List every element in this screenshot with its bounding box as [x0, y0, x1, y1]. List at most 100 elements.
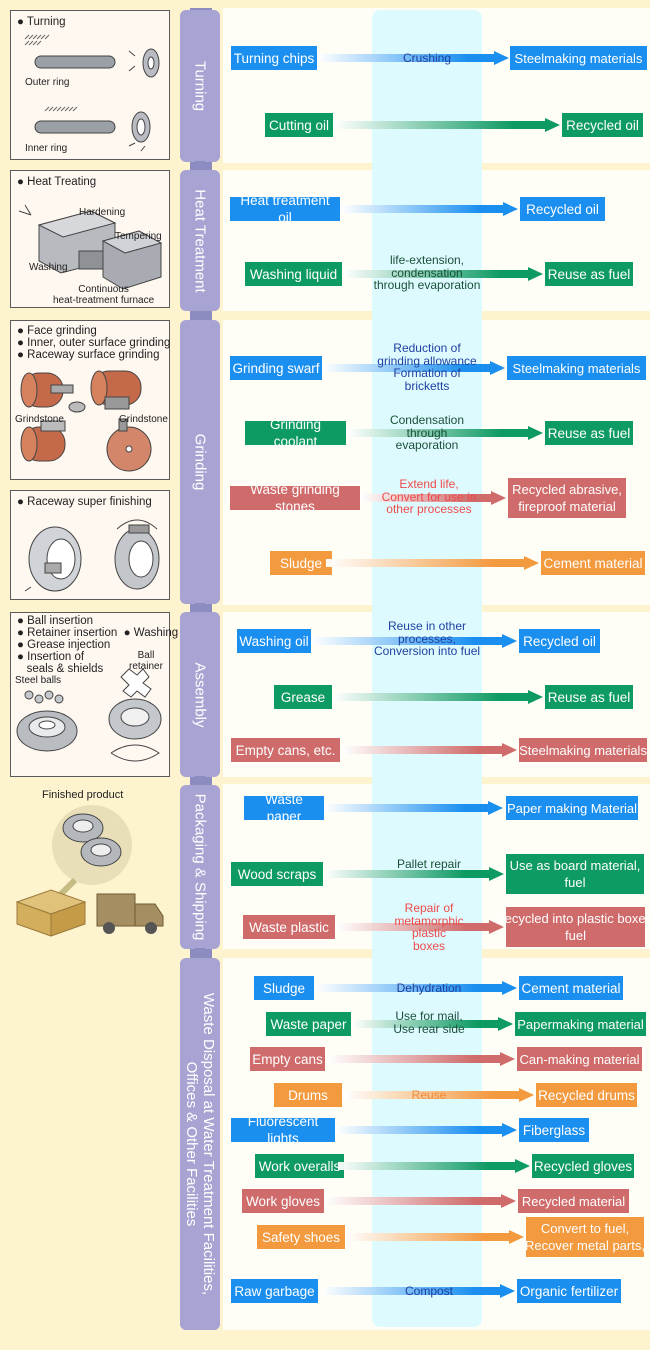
process-label: Reuse	[411, 1088, 447, 1102]
section-connector	[195, 161, 205, 170]
result-box: Reuse as fuel	[545, 262, 633, 286]
section-grinding-label: Grinding	[191, 433, 209, 491]
source-box: Work overalls	[255, 1154, 344, 1178]
result-box: Fiberglass	[519, 1118, 589, 1142]
hardening-label: Hardening	[79, 207, 126, 218]
process-label: Condensation through evaporation	[389, 413, 465, 452]
super-finishing-illustration	[24, 519, 160, 592]
source-box: Washing oil	[237, 629, 311, 653]
finished-product-title: Finished product	[42, 789, 124, 801]
turning-panel: ● Turning Outer ring Inner ring	[10, 10, 170, 160]
grindstone-label-1: Grindstone	[15, 414, 64, 425]
result-box: Steelmaking materials	[519, 738, 647, 762]
section-waste-disposal-label: Waste Disposal at Water Treatment Facili…	[183, 992, 217, 1296]
process-column	[372, 10, 482, 1327]
arrow-right-icon	[326, 556, 539, 570]
section-connector	[195, 311, 205, 320]
result-box: Recycled into plastic boxes, fuel	[495, 907, 650, 947]
source-box: Heat treatment oil	[230, 193, 340, 225]
heat-treating-panel-title: ● Heat Treating	[17, 176, 97, 188]
source-box: Empty cans	[250, 1047, 325, 1071]
source-box: Work gloves	[242, 1189, 324, 1213]
result-box: Cement material	[519, 976, 623, 1000]
result-box: Papermaking material	[515, 1012, 646, 1036]
steel-balls-label: Steel balls	[15, 675, 62, 686]
source-box: Empty cans, etc.	[231, 738, 340, 762]
arrow-right-icon	[338, 1159, 530, 1173]
source-box: Raw garbage	[231, 1279, 318, 1303]
source-box: Cutting oil	[265, 113, 333, 137]
process-label: Dehydration	[396, 981, 462, 995]
source-box: Turning chips	[231, 46, 317, 70]
arrow-right-icon	[342, 743, 517, 757]
arrow-right-icon	[345, 1230, 524, 1244]
arrow-right-icon	[312, 634, 517, 648]
result-box: Recycled gloves	[532, 1154, 634, 1178]
result-box: Recycled abrasive, fireproof material	[508, 478, 626, 518]
source-box: Waste paper	[266, 1012, 351, 1036]
washing-label: Washing	[29, 262, 68, 273]
grinding-panel-title: ● Face grinding ● Inner, outer surface g…	[17, 325, 171, 361]
assembly-illustration	[16, 668, 162, 762]
process-label: Repair of metamorphic plastic boxes	[394, 901, 464, 953]
arrow-right-icon	[336, 1123, 517, 1137]
result-box: Convert to fuel, Recover metal parts,	[525, 1217, 645, 1257]
process-label: Pallet repair	[396, 857, 462, 871]
source-box: Waste grinding stones	[230, 482, 360, 514]
source-box: Drums	[274, 1083, 342, 1107]
result-box: Recycled oil	[519, 629, 600, 653]
result-box: Cement material	[541, 551, 645, 575]
arrow-right-icon	[318, 51, 509, 65]
arrow-right-icon	[323, 361, 505, 375]
source-box: Grinding coolant	[245, 417, 346, 449]
source-box: Wood scraps	[231, 862, 323, 886]
section-waste-disposal: Waste Disposal at Water Treatment Facili…	[180, 958, 220, 1330]
grinding-panel: ● Face grinding ● Inner, outer surface g…	[10, 320, 170, 480]
section-connector	[195, 948, 205, 957]
assembly-panel-title: ● Ball insertion ● Retainer insertion ● …	[17, 615, 179, 675]
arrow-right-icon	[333, 690, 543, 704]
tempering-label: Tempering	[115, 231, 162, 242]
arrow-right-icon	[325, 801, 503, 815]
section-turning: Turning	[180, 10, 220, 162]
section-grinding: Grinding	[180, 320, 220, 604]
result-box: Recycled material	[518, 1189, 629, 1213]
arrow-right-icon	[336, 920, 504, 934]
arrow-right-icon	[325, 1194, 516, 1208]
source-box: Washing liquid	[245, 262, 342, 286]
section-turning-label: Turning	[191, 60, 209, 112]
arrow-right-icon	[343, 267, 543, 281]
process-label: Reduction of grinding allowance Formatio…	[377, 341, 477, 393]
arrow-right-icon	[322, 1284, 515, 1298]
section-heat-treatment-label: Heat Treatment	[191, 188, 209, 293]
grinding-illustration	[20, 370, 152, 472]
furnace-illustration	[18, 204, 163, 290]
grindstone-label-2: Grindstone	[119, 414, 168, 425]
process-label: Crushing	[402, 51, 452, 65]
super-finishing-panel-title: ● Raceway super finishing	[17, 496, 152, 508]
result-box: Can-making material	[517, 1047, 642, 1071]
section-connector	[195, 776, 205, 785]
source-box: Sludge	[270, 551, 332, 575]
process-label: Compost	[404, 1284, 454, 1298]
super-finishing-panel: ● Raceway super finishing	[10, 490, 170, 600]
arrow-right-icon	[343, 1088, 534, 1102]
result-box: Steelmaking materials	[507, 356, 646, 380]
source-box: Waste plastic	[243, 915, 335, 939]
finished-product-illustration	[15, 805, 164, 937]
heat-treating-panel: ● Heat Treating Hardening Tempering Wash…	[10, 170, 170, 308]
arrow-right-icon	[352, 1017, 513, 1031]
process-label: Use for mail, Use rear side	[393, 1009, 465, 1036]
inner-ring-label: Inner ring	[25, 143, 68, 154]
process-label: Reuse in other processes, Conversion int…	[373, 619, 481, 658]
outer-ring-label: Outer ring	[25, 77, 70, 88]
arrow-right-icon	[347, 426, 543, 440]
result-box: Reuse as fuel	[545, 421, 633, 445]
turning-illustration	[24, 34, 160, 152]
source-box: Sludge	[254, 976, 314, 1000]
arrow-right-icon	[324, 867, 504, 881]
result-box: Use as board material, fuel	[506, 854, 644, 894]
furnace-label: Continuous heat-treatment furnace	[53, 284, 155, 306]
arrow-right-icon	[341, 202, 518, 216]
process-label: life-extension, condensation through eva…	[373, 253, 481, 292]
